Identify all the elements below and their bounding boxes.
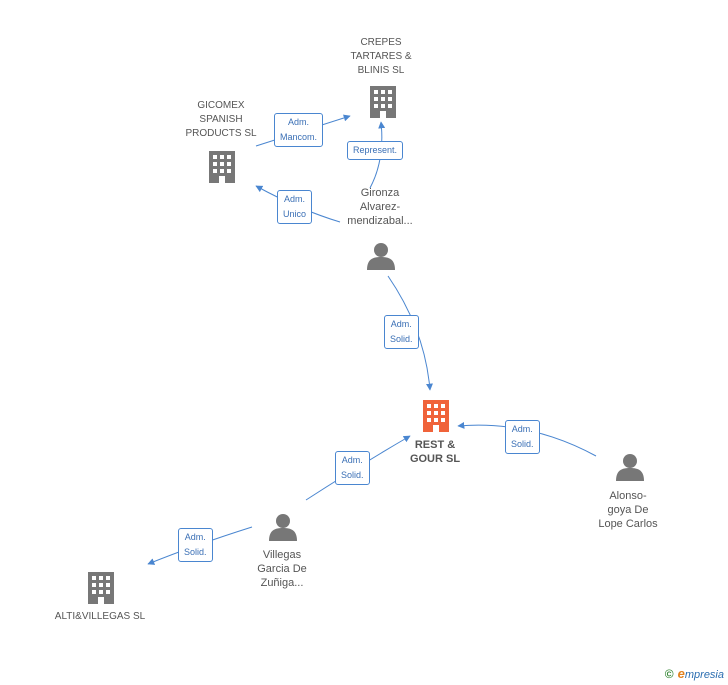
node-label-villegas[interactable]: Villegas Garcia De Zuñiga... [257, 549, 307, 589]
gironza-person-icon[interactable] [367, 243, 395, 270]
alonso-person-icon[interactable] [616, 454, 644, 481]
edge-label-gironza-gicomex: Adm. Unico [277, 190, 313, 224]
edge-label-gironza-crepes: Represent. [347, 141, 404, 160]
rest-building-icon[interactable] [423, 400, 449, 432]
villegas-person-icon[interactable] [269, 514, 297, 541]
alti-building-icon[interactable] [88, 572, 114, 604]
node-label-alti[interactable]: ALTI&VILLEGAS SL [54, 611, 146, 622]
crepes-building-icon[interactable] [370, 86, 396, 118]
node-label-crepes[interactable]: CREPES TARTARES & BLINIS SL [350, 37, 412, 76]
node-label-gicomex[interactable]: GICOMEX SPANISH PRODUCTS SL [185, 100, 257, 139]
edge-label-gironza-rest: Adm. Solid. [384, 315, 419, 349]
edge-label-alonso-rest: Adm. Solid. [505, 420, 540, 454]
edge-label-villegas-rest: Adm. Solid. [335, 451, 370, 485]
empresia-logo: empresia [677, 666, 724, 681]
edge-label-villegas-alti: Adm. Solid. [178, 528, 213, 562]
edge-label-gicomex-crepes: Adm. Mancom. [274, 113, 324, 147]
node-label-rest[interactable]: REST & GOUR SL [409, 439, 461, 465]
node-label-alonso[interactable]: Alonso- goya De Lope Carlos [598, 490, 658, 530]
empresia-watermark: ©empresia [665, 666, 724, 681]
copyright-symbol: © [664, 667, 674, 681]
gicomex-building-icon[interactable] [209, 151, 235, 183]
node-label-gironza[interactable]: Gironza Alvarez- mendizabal... [347, 187, 413, 227]
